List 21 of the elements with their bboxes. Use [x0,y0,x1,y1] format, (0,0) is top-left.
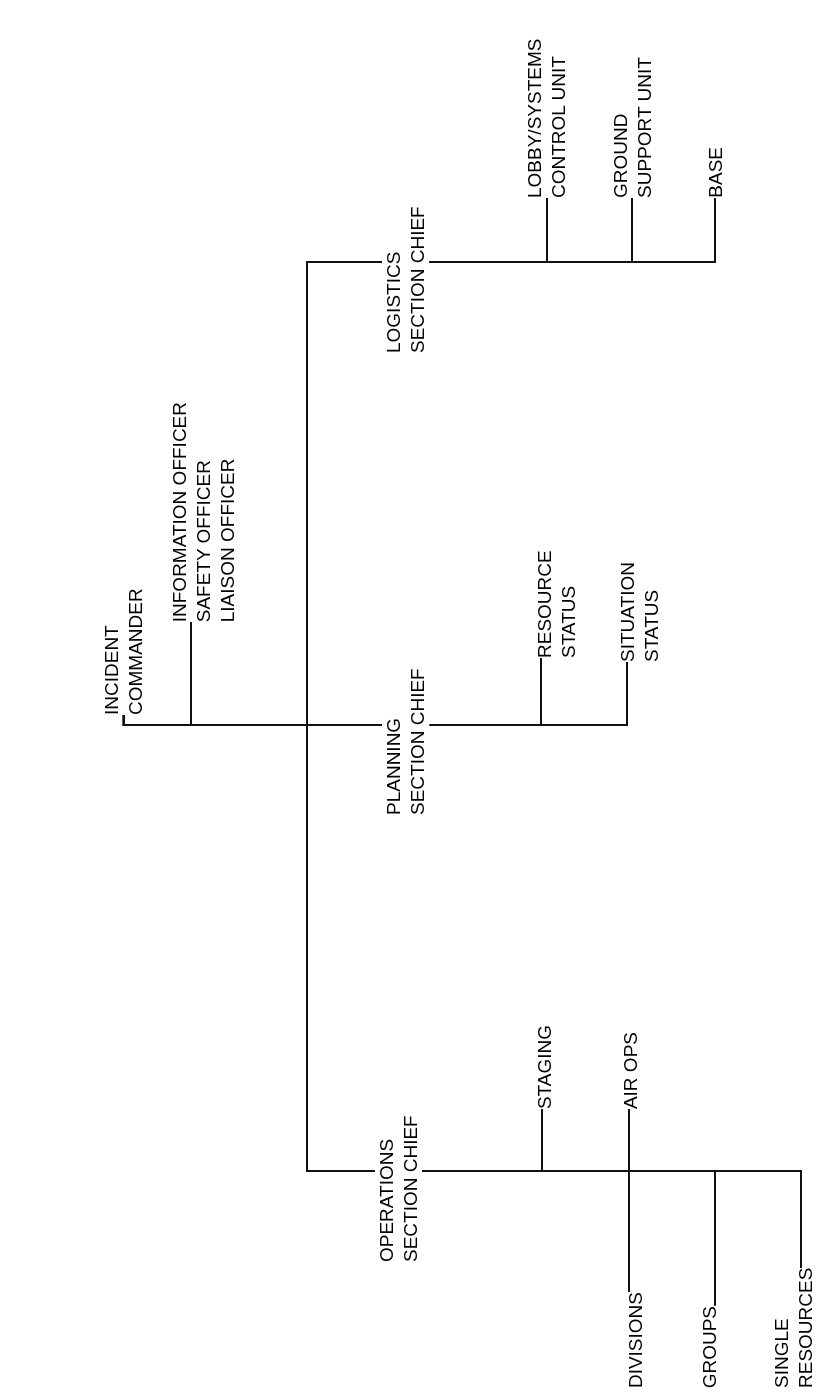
org-role-label: SAFETY OFFICER [191,458,215,622]
connector-line [122,261,383,726]
connector-line [421,1170,802,1269]
org-role-label: LOGISTICS SECTION CHIEF [382,198,430,353]
org-role-label: INFORMATION OFFICER [168,401,191,622]
org-role-label: STAGING [533,1024,557,1109]
org-role-label: INCIDENT COMMANDER [100,590,148,715]
org-role-label: DIVISIONS [624,1291,648,1388]
org-role-label: BASE [704,147,728,198]
org-role-label: LIAISON OFFICER [215,457,239,622]
org-role-label: PLANNING SECTION CHIEF [382,660,430,815]
connector-line [428,197,716,263]
connector-line [428,661,628,726]
org-role-label: OPERATIONS SECTION CHIEF [375,1107,423,1262]
org-role-label: GROUPS [698,1305,722,1388]
org-role-label: SITUATION STATUS [616,542,664,662]
org-role-label: AIR OPS [619,1031,643,1109]
org-role-label: LOBBY/SYSTEMS CONTROL UNIT [523,38,571,198]
org-role-label: SINGLE RESOURCES [770,1268,818,1388]
org-role-label: GROUND SUPPORT UNIT [609,56,657,198]
org-role-label: RESOURCE STATUS [533,538,581,658]
